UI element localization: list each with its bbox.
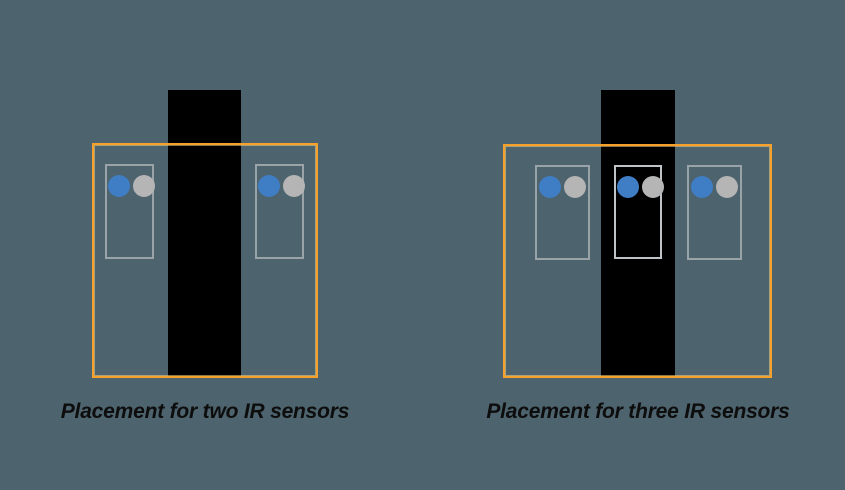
ir-sensor-blue-dot-icon: [258, 175, 280, 197]
ir-sensor-module-center: [614, 165, 664, 259]
ir-sensor-module-right: [255, 164, 305, 259]
ir-sensor-module-left: [535, 165, 590, 260]
ir-sensor-gray-dot-icon: [564, 176, 586, 198]
ir-sensor-blue-dot-icon: [691, 176, 713, 198]
robot-body-bar: [601, 90, 675, 378]
ir-sensor-gray-dot-icon: [716, 176, 738, 198]
orange-boundary-box: [92, 143, 318, 378]
ir-sensor-gray-dot-icon: [283, 175, 305, 197]
ir-sensor-module-right: [687, 165, 742, 260]
robot-body-bar: [168, 90, 241, 378]
ir-sensor-blue-dot-icon: [539, 176, 561, 198]
ir-sensor-blue-dot-icon: [617, 176, 639, 198]
ir-sensor-gray-dot-icon: [133, 175, 155, 197]
diagram-caption: Placement for three IR sensors: [486, 400, 790, 423]
diagram-caption: Placement for two IR sensors: [60, 400, 350, 423]
ir-sensor-module-left: [105, 164, 155, 259]
orange-boundary-box: [503, 144, 772, 378]
ir-sensor-blue-dot-icon: [108, 175, 130, 197]
ir-sensor-gray-dot-icon: [642, 176, 664, 198]
